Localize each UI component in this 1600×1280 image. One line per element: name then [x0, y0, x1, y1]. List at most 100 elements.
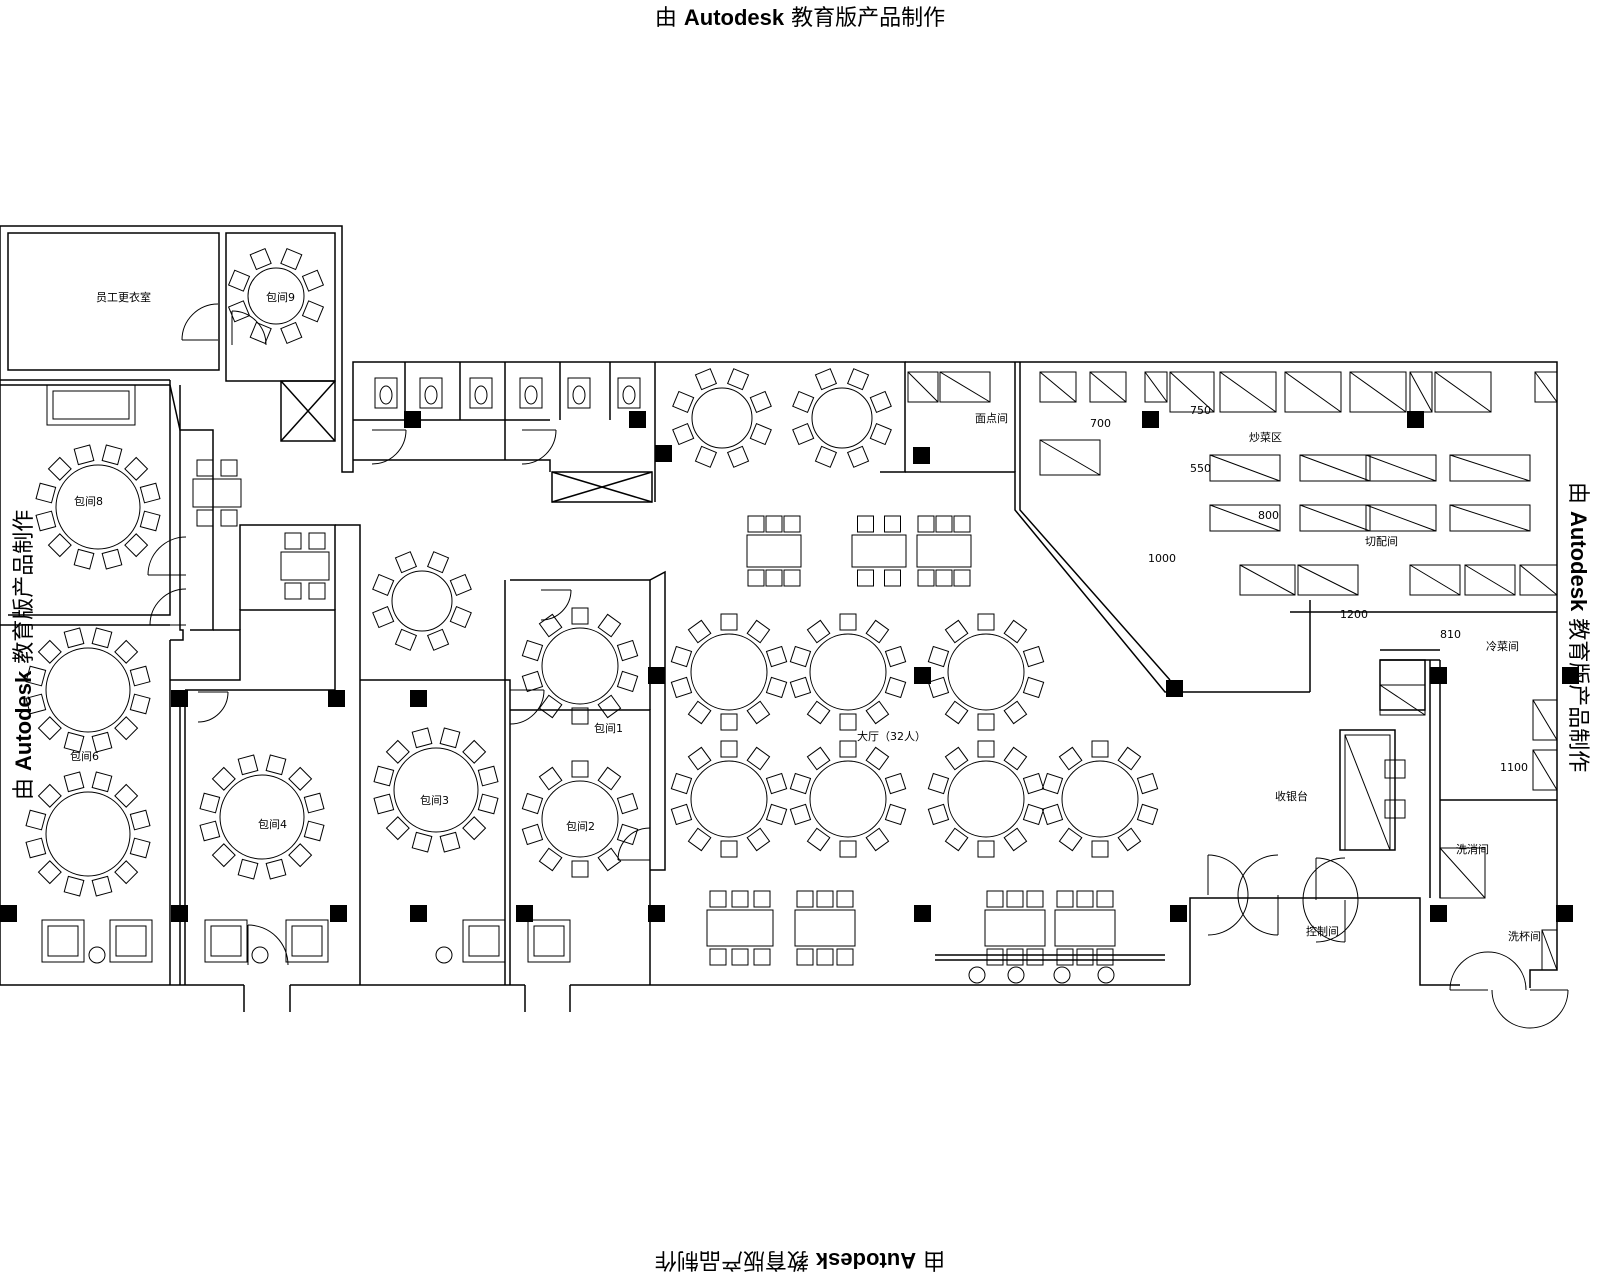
chair	[1076, 890, 1094, 908]
chair	[114, 639, 139, 664]
chair	[726, 445, 750, 468]
rect-table	[706, 890, 774, 966]
kitchen-equipment	[1409, 564, 1461, 596]
chair	[124, 456, 149, 481]
kitchen-equipment	[1534, 371, 1558, 403]
table-top	[811, 387, 873, 449]
stool	[1097, 966, 1115, 984]
chair	[1022, 772, 1045, 795]
equipment-body	[1519, 564, 1558, 596]
chair	[670, 645, 693, 668]
chair	[1006, 948, 1024, 966]
chair-seat	[47, 925, 79, 957]
stool	[1053, 966, 1071, 984]
chair	[63, 771, 85, 793]
pillar	[328, 690, 345, 707]
door	[509, 689, 545, 725]
armchair	[204, 919, 248, 963]
chair	[196, 509, 214, 527]
door-swing	[1315, 857, 1359, 943]
chair	[521, 823, 544, 846]
chair	[839, 613, 857, 631]
chair	[301, 300, 325, 323]
dim-750: 750	[1190, 404, 1211, 417]
chair	[114, 716, 139, 741]
toilet-stall	[519, 377, 543, 409]
chair	[884, 645, 907, 668]
chair	[816, 890, 834, 908]
kitchen-equipment	[1349, 371, 1407, 413]
equipment-body	[1365, 504, 1437, 532]
equipment-diagonal	[1439, 847, 1486, 899]
chair	[746, 746, 771, 771]
chair	[839, 713, 857, 731]
table-top	[984, 909, 1046, 947]
chair	[101, 548, 123, 570]
chair	[796, 890, 814, 908]
chair	[199, 792, 221, 814]
chair	[869, 422, 892, 446]
chair	[865, 619, 890, 644]
label-control-room: 控制间	[1306, 924, 1339, 938]
chair	[857, 515, 874, 533]
chair	[124, 533, 149, 558]
equipment-body	[1089, 371, 1127, 403]
chair	[1003, 827, 1028, 852]
toilet-bowl	[474, 385, 488, 405]
chair	[687, 700, 712, 725]
label-private-2: 包间2	[566, 820, 595, 833]
chair	[237, 858, 259, 880]
kitchen-equipment	[907, 371, 939, 403]
label-prep-room: 切配间	[1365, 535, 1398, 548]
chair	[308, 532, 326, 550]
walls	[0, 225, 1558, 1012]
chair	[139, 482, 161, 504]
equipment-body	[1039, 439, 1101, 476]
chair	[869, 390, 892, 414]
dim-700: 700	[1090, 417, 1111, 430]
equipment-diagonal	[1239, 564, 1296, 596]
pillar	[1556, 905, 1573, 922]
chair	[439, 831, 461, 853]
pillar	[1430, 905, 1447, 922]
dim-800: 800	[1258, 509, 1279, 522]
kitchen-equipment	[1169, 371, 1215, 413]
chair	[806, 827, 831, 852]
equipment-diagonal	[1365, 504, 1437, 532]
chair	[765, 569, 783, 587]
toilet-bowl	[524, 385, 538, 405]
round-table	[670, 740, 788, 858]
chair	[449, 573, 472, 597]
chair	[839, 840, 857, 858]
chair	[1003, 700, 1028, 725]
chair	[1096, 948, 1114, 966]
door	[371, 429, 407, 465]
kitchen-equipment	[1284, 371, 1342, 413]
chair	[37, 716, 62, 741]
chair	[521, 639, 544, 662]
pillar	[1562, 667, 1579, 684]
door-swing	[1237, 854, 1279, 936]
chair	[814, 368, 838, 391]
chair	[935, 515, 953, 533]
label-dish-wash: 洗杯间	[1508, 929, 1541, 943]
round-table	[25, 627, 151, 753]
pillar	[404, 411, 421, 428]
kitchen-equipment	[1464, 564, 1516, 596]
label-staff-locker: 员工更衣室	[96, 290, 151, 304]
chair	[91, 627, 113, 649]
chair	[977, 613, 995, 631]
chair-frame	[204, 919, 248, 963]
chair-frame	[285, 919, 329, 963]
equipment-body	[1449, 454, 1531, 482]
chair	[199, 820, 221, 842]
table-top	[691, 387, 753, 449]
chair	[47, 533, 72, 558]
equipment-diagonal	[1039, 371, 1077, 403]
chair	[884, 803, 907, 826]
chair	[865, 827, 890, 852]
label-cashier: 收银台	[1275, 789, 1308, 803]
label-wash-room: 洗消间	[1456, 842, 1489, 856]
label-private-1: 包间1	[594, 722, 623, 735]
toilet-stall	[567, 377, 591, 409]
